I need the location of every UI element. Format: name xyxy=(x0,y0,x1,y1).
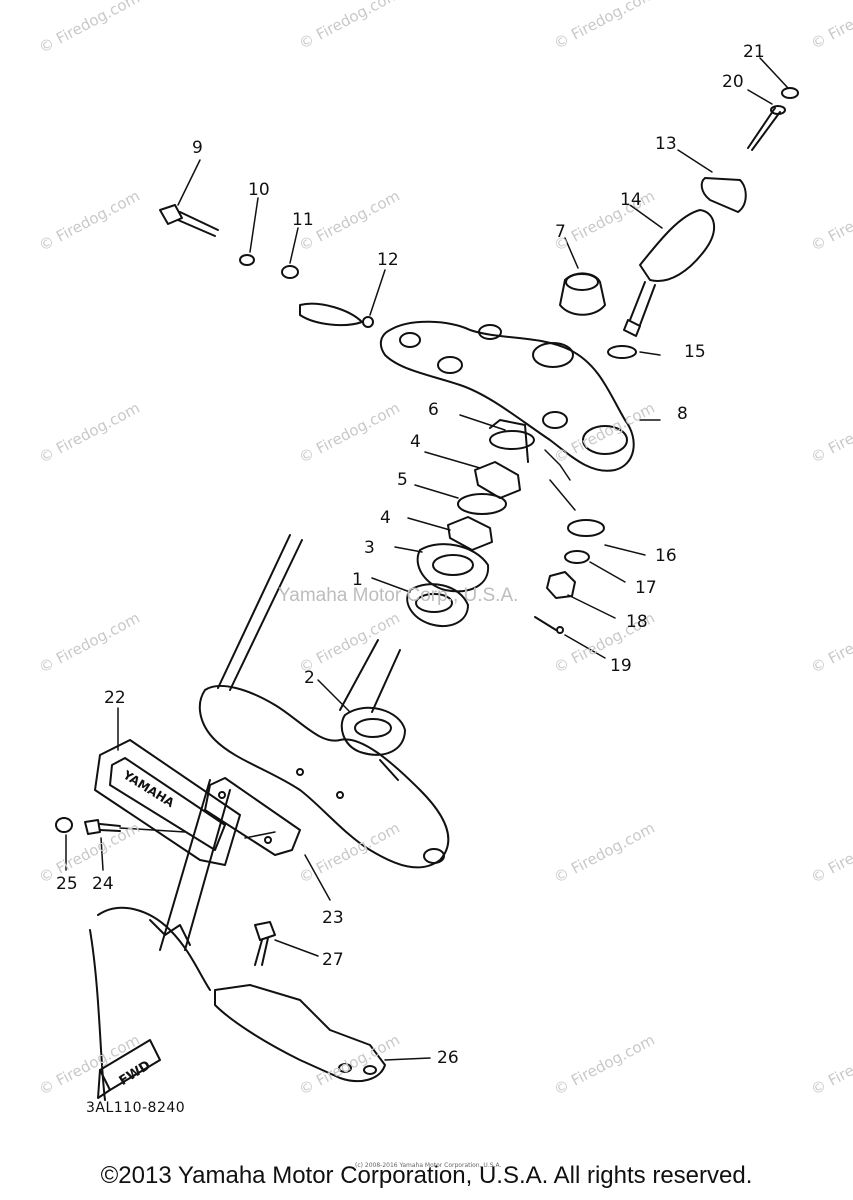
callout-19: 19 xyxy=(610,656,632,676)
bearing-2 xyxy=(340,706,406,756)
callout-13: 13 xyxy=(655,134,677,154)
fwd-arrow xyxy=(97,1039,161,1099)
callout-15: 15 xyxy=(684,342,706,362)
bolt-9-group xyxy=(159,204,374,328)
callout-24: 24 xyxy=(92,874,114,894)
washer-16 xyxy=(567,519,605,537)
diagram-code: 3AL110-8240 xyxy=(86,1100,186,1116)
callout-22: 22 xyxy=(104,688,126,708)
bearing-stack xyxy=(406,419,535,627)
callout-21: 21 xyxy=(743,42,765,62)
callout-2: 2 xyxy=(304,668,315,688)
fork-lower-tube xyxy=(89,906,211,1101)
callout-9: 9 xyxy=(192,138,203,158)
pin-19 xyxy=(534,616,564,634)
callout-14: 14 xyxy=(620,190,642,210)
callout-5: 5 xyxy=(397,470,408,490)
trademark-watermark: Yamaha Motor Corp., U.S.A. xyxy=(278,585,519,606)
washer-17 xyxy=(564,550,590,564)
leader-lines xyxy=(65,57,789,1061)
callout-16: 16 xyxy=(655,546,677,566)
nut-18 xyxy=(546,571,576,599)
callout-7: 7 xyxy=(555,222,566,242)
callout-1: 1 xyxy=(352,570,363,590)
footer-copyright: ©2013 Yamaha Motor Corporation, U.S.A. A… xyxy=(100,1162,753,1189)
callout-11: 11 xyxy=(292,210,314,230)
callout-4b: 4 xyxy=(380,508,391,528)
bolt-20 xyxy=(747,87,799,151)
handlebar-holder xyxy=(607,209,715,359)
callout-4: 4 xyxy=(410,432,421,452)
cap-25 xyxy=(55,817,73,833)
bracket-23 xyxy=(204,777,301,856)
callout-3: 3 xyxy=(364,538,375,558)
stem-nut xyxy=(559,272,606,316)
holder-cap xyxy=(700,177,747,213)
emblem-22 xyxy=(94,739,241,866)
callout-17: 17 xyxy=(635,578,657,598)
callout-6: 6 xyxy=(428,400,439,420)
callout-12: 12 xyxy=(377,250,399,270)
callout-10: 10 xyxy=(248,180,270,200)
callout-26: 26 xyxy=(437,1048,459,1068)
callout-27: 27 xyxy=(322,950,344,970)
callout-18: 18 xyxy=(626,612,648,632)
bolt-27 xyxy=(254,921,276,966)
callout-8: 8 xyxy=(677,404,688,424)
small-copyright: (c) 2008-2016 Yamaha Motor Corporation, … xyxy=(355,1162,502,1169)
screw-24 xyxy=(84,819,121,835)
upper-bracket xyxy=(379,320,635,472)
callout-23: 23 xyxy=(322,908,344,928)
callout-25: 25 xyxy=(56,874,78,894)
cable-guide-26 xyxy=(214,984,386,1083)
lower-bracket xyxy=(198,685,450,869)
callout-20: 20 xyxy=(722,72,744,92)
